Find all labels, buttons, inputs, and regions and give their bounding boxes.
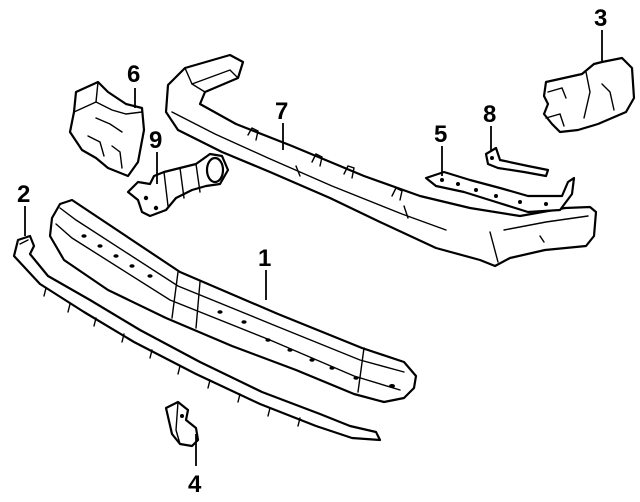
- part-6-energy-absorber: [68, 80, 146, 178]
- part-7-bumper-fascia: [164, 53, 598, 268]
- callout-labels: 1 2 3 4 5 6 7 8 9: [17, 5, 607, 498]
- callout-6: 6: [127, 61, 140, 88]
- leader-lines: [24, 30, 603, 466]
- part-9-bumper-mount: [126, 152, 230, 218]
- callout-5: 5: [434, 121, 447, 148]
- callout-7: 7: [275, 98, 288, 125]
- part-1-bumper-face-bar: [48, 198, 418, 404]
- part-5-reinforcement: [424, 170, 576, 214]
- part-2-lower-molding: [12, 234, 382, 442]
- callout-4: 4: [188, 471, 202, 498]
- part-4-bracket: [164, 400, 200, 448]
- callout-2: 2: [17, 181, 30, 208]
- callout-9: 9: [149, 127, 162, 154]
- callout-1: 1: [258, 245, 271, 272]
- callout-8: 8: [483, 101, 496, 128]
- part-3-corner-bracket: [542, 56, 636, 134]
- callout-3: 3: [594, 5, 607, 32]
- part-8-bracket: [484, 146, 550, 178]
